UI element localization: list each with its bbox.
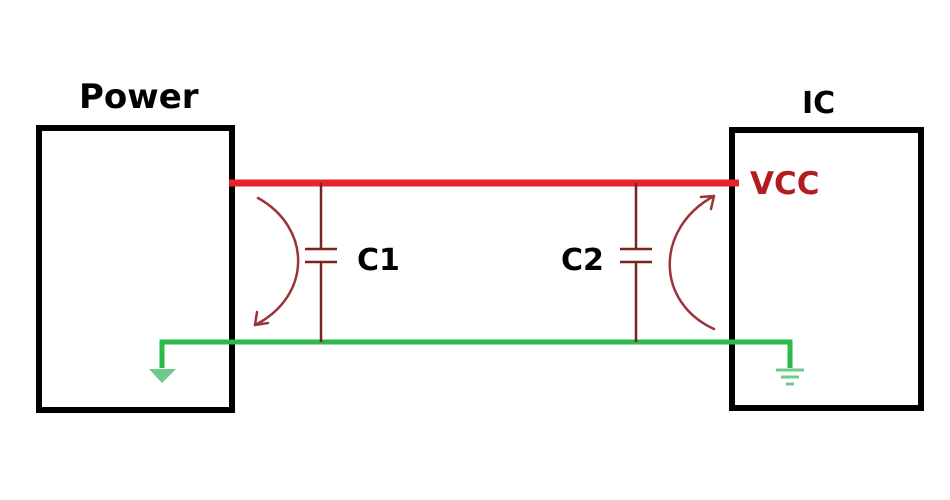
capacitor-c2 (620, 183, 652, 342)
ic-ground-icon (776, 368, 804, 386)
c2-label: C2 (561, 243, 604, 278)
ic-label: IC (802, 86, 835, 121)
c1-label: C1 (357, 243, 400, 278)
current-arrow-c1-icon (253, 196, 300, 327)
ground-rail (159, 339, 793, 368)
power-label: Power (79, 77, 199, 117)
power-block (36, 125, 235, 413)
ic-block (729, 127, 924, 411)
power-ground-icon (149, 369, 176, 383)
vcc-label: VCC (750, 166, 820, 202)
current-arrow-c2-icon (668, 194, 716, 331)
capacitor-c1 (305, 183, 337, 342)
